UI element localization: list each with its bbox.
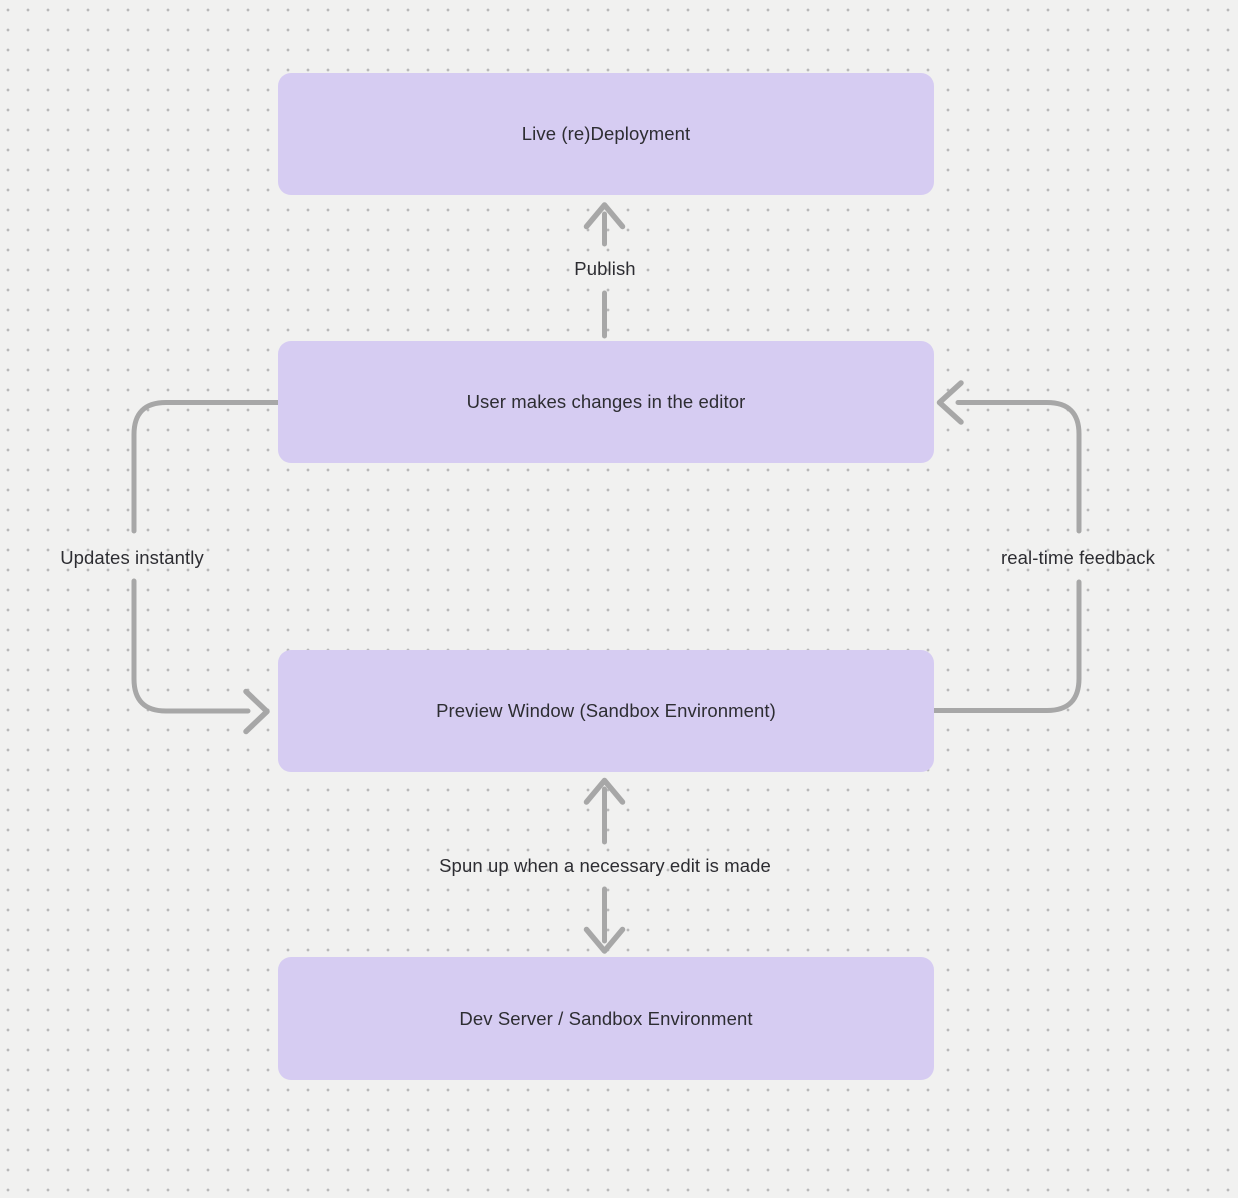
- feedback-arrowhead-left: [936, 380, 964, 425]
- feedback-arrow-upper-segment: [955, 400, 1082, 534]
- edge-label-publish: Publish: [574, 258, 636, 279]
- publish-arrowhead-up: [583, 202, 626, 230]
- feedback-arrow-lower-segment: [931, 579, 1082, 713]
- node-dev-server[interactable]: Dev Server / Sandbox Environment: [278, 957, 934, 1080]
- node-dev-server-label: Dev Server / Sandbox Environment: [459, 1007, 753, 1029]
- node-user-editor-label: User makes changes in the editor: [466, 391, 746, 412]
- updates-arrow-lower-segment: [131, 578, 251, 714]
- sandbox-sync-arrow: [583, 777, 626, 954]
- node-live-redeployment[interactable]: Live (re)Deployment: [278, 73, 934, 195]
- publish-arrow: [583, 202, 626, 339]
- node-preview-window[interactable]: Preview Window (Sandbox Environment): [278, 650, 934, 772]
- node-preview-window-label: Preview Window (Sandbox Environment): [436, 700, 776, 721]
- node-user-editor[interactable]: User makes changes in the editor: [278, 341, 934, 463]
- real-time-feedback-arrow: [931, 380, 1082, 713]
- sync-arrowhead-up: [583, 777, 626, 805]
- updates-arrowhead-right: [243, 688, 270, 735]
- updates-instantly-arrow: [131, 400, 281, 735]
- updates-arrow-upper-segment: [131, 400, 281, 534]
- edge-label-real-time-feedback: real-time feedback: [1001, 547, 1155, 568]
- node-live-redeployment-label: Live (re)Deployment: [521, 123, 691, 144]
- edge-label-updates-instantly: Updates instantly: [60, 547, 204, 568]
- sync-arrowhead-down: [583, 926, 626, 954]
- edge-label-spun-up: Spun up when a necessary edit is made: [439, 855, 771, 876]
